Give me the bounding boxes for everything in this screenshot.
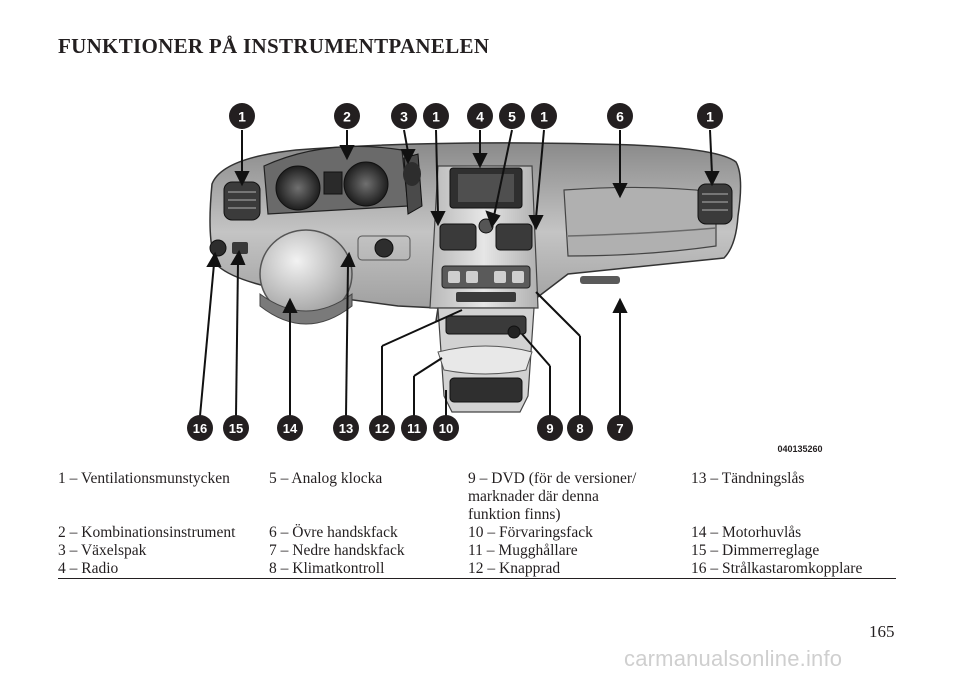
legend-item: 1 – Ventilationsmunstycken	[58, 470, 230, 487]
svg-text:1: 1	[238, 109, 246, 125]
svg-text:7: 7	[616, 421, 623, 436]
svg-text:4: 4	[476, 109, 484, 125]
legend-divider	[58, 578, 896, 579]
callout-16: 16	[187, 415, 213, 441]
legend-item: 5 – Analog klocka	[269, 470, 383, 487]
callout-10: 10	[433, 415, 459, 441]
svg-text:9: 9	[546, 421, 553, 436]
legend-item-cont: funktion finns)	[468, 506, 561, 523]
callout-3: 3	[391, 103, 417, 129]
legend-row-3: 3 – Växelspak 7 – Nedre handskfack 11 – …	[58, 542, 896, 560]
svg-text:1: 1	[432, 109, 440, 125]
svg-text:14: 14	[283, 421, 298, 436]
legend-row-1b: marknader där denna	[58, 488, 896, 506]
legend-item: 10 – Förvaringsfack	[468, 524, 593, 541]
legend-item: 13 – Tändningslås	[691, 470, 805, 487]
callout-14: 14	[277, 415, 303, 441]
legend-item: 2 – Kombinationsinstrument	[58, 524, 236, 541]
legend-item: 3 – Växelspak	[58, 542, 147, 559]
svg-text:6: 6	[616, 109, 624, 125]
callout-13: 13	[333, 415, 359, 441]
svg-text:8: 8	[576, 421, 583, 436]
callout-2: 2	[334, 103, 360, 129]
callout-1d: 1	[697, 103, 723, 129]
svg-text:11: 11	[407, 421, 421, 436]
legend-item-cont: marknader där denna	[468, 488, 599, 505]
svg-text:15: 15	[229, 421, 243, 436]
callout-5: 5	[499, 103, 525, 129]
callouts-bottom: 16 15 14 13 12 11 10 9 8 7	[187, 415, 633, 441]
callout-7: 7	[607, 415, 633, 441]
legend-item: 11 – Mugghållare	[468, 542, 578, 559]
svg-text:1: 1	[540, 109, 548, 125]
page-number: 165	[869, 622, 895, 641]
lower-glovebox-handle	[580, 276, 620, 284]
ignition-lock	[374, 238, 394, 258]
callout-15: 15	[223, 415, 249, 441]
dashboard-illustration: 1 2 3 1 4 5 1 6 1 16 15 14 13 12 11 10 9…	[176, 96, 866, 458]
callout-8: 8	[567, 415, 593, 441]
figure-code: 040135260	[777, 444, 822, 454]
legend-item: 9 – DVD (för de versioner/	[468, 470, 637, 487]
svg-text:16: 16	[193, 421, 207, 436]
page-title: FUNKTIONER PÅ INSTRUMENTPANELEN	[58, 34, 490, 58]
watermark-text: carmanualsonline.info	[624, 646, 843, 671]
callout-6: 6	[607, 103, 633, 129]
legend-item: 15 – Dimmerreglage	[691, 542, 820, 559]
legend-row-1: 1 – Ventilationsmunstycken 5 – Analog kl…	[58, 470, 896, 488]
svg-text:1: 1	[706, 109, 714, 125]
svg-text:13: 13	[339, 421, 353, 436]
dashboard-svg: 1 2 3 1 4 5 1 6 1 16 15 14 13 12 11 10 9…	[187, 103, 823, 454]
svg-text:2: 2	[343, 109, 351, 125]
legend-item: 16 – Strålkastaromkopplare	[691, 560, 863, 577]
callout-12: 12	[369, 415, 395, 441]
svg-text:3: 3	[400, 109, 408, 125]
callout-1c: 1	[531, 103, 557, 129]
legend-item: 12 – Knapprad	[468, 560, 561, 577]
legend-item: 7 – Nedre handskfack	[269, 542, 405, 559]
svg-text:12: 12	[375, 421, 389, 436]
left-vent	[223, 181, 261, 221]
legend-row-1c: funktion finns)	[58, 506, 896, 524]
svg-text:10: 10	[439, 421, 453, 436]
callout-9: 9	[537, 415, 563, 441]
svg-text:5: 5	[508, 109, 516, 125]
legend-item: 4 – Radio	[58, 560, 119, 577]
legend-table: 1 – Ventilationsmunstycken 5 – Analog kl…	[58, 470, 896, 578]
upper-glovebox	[563, 186, 717, 257]
legend-item: 14 – Motorhuvlås	[691, 524, 802, 541]
right-vent	[697, 183, 733, 225]
callouts-top: 1 2 3 1 4 5 1 6 1	[229, 103, 723, 129]
legend-row-2: 2 – Kombinationsinstrument 6 – Övre hand…	[58, 524, 896, 542]
callout-1b: 1	[423, 103, 449, 129]
callout-1a: 1	[229, 103, 255, 129]
callout-4: 4	[467, 103, 493, 129]
legend-item: 6 – Övre handskfack	[269, 524, 398, 541]
legend-item: 8 – Klimatkontroll	[269, 560, 385, 577]
callout-11: 11	[401, 415, 427, 441]
legend-row-4: 4 – Radio 8 – Klimatkontroll 12 – Knappr…	[58, 560, 896, 578]
